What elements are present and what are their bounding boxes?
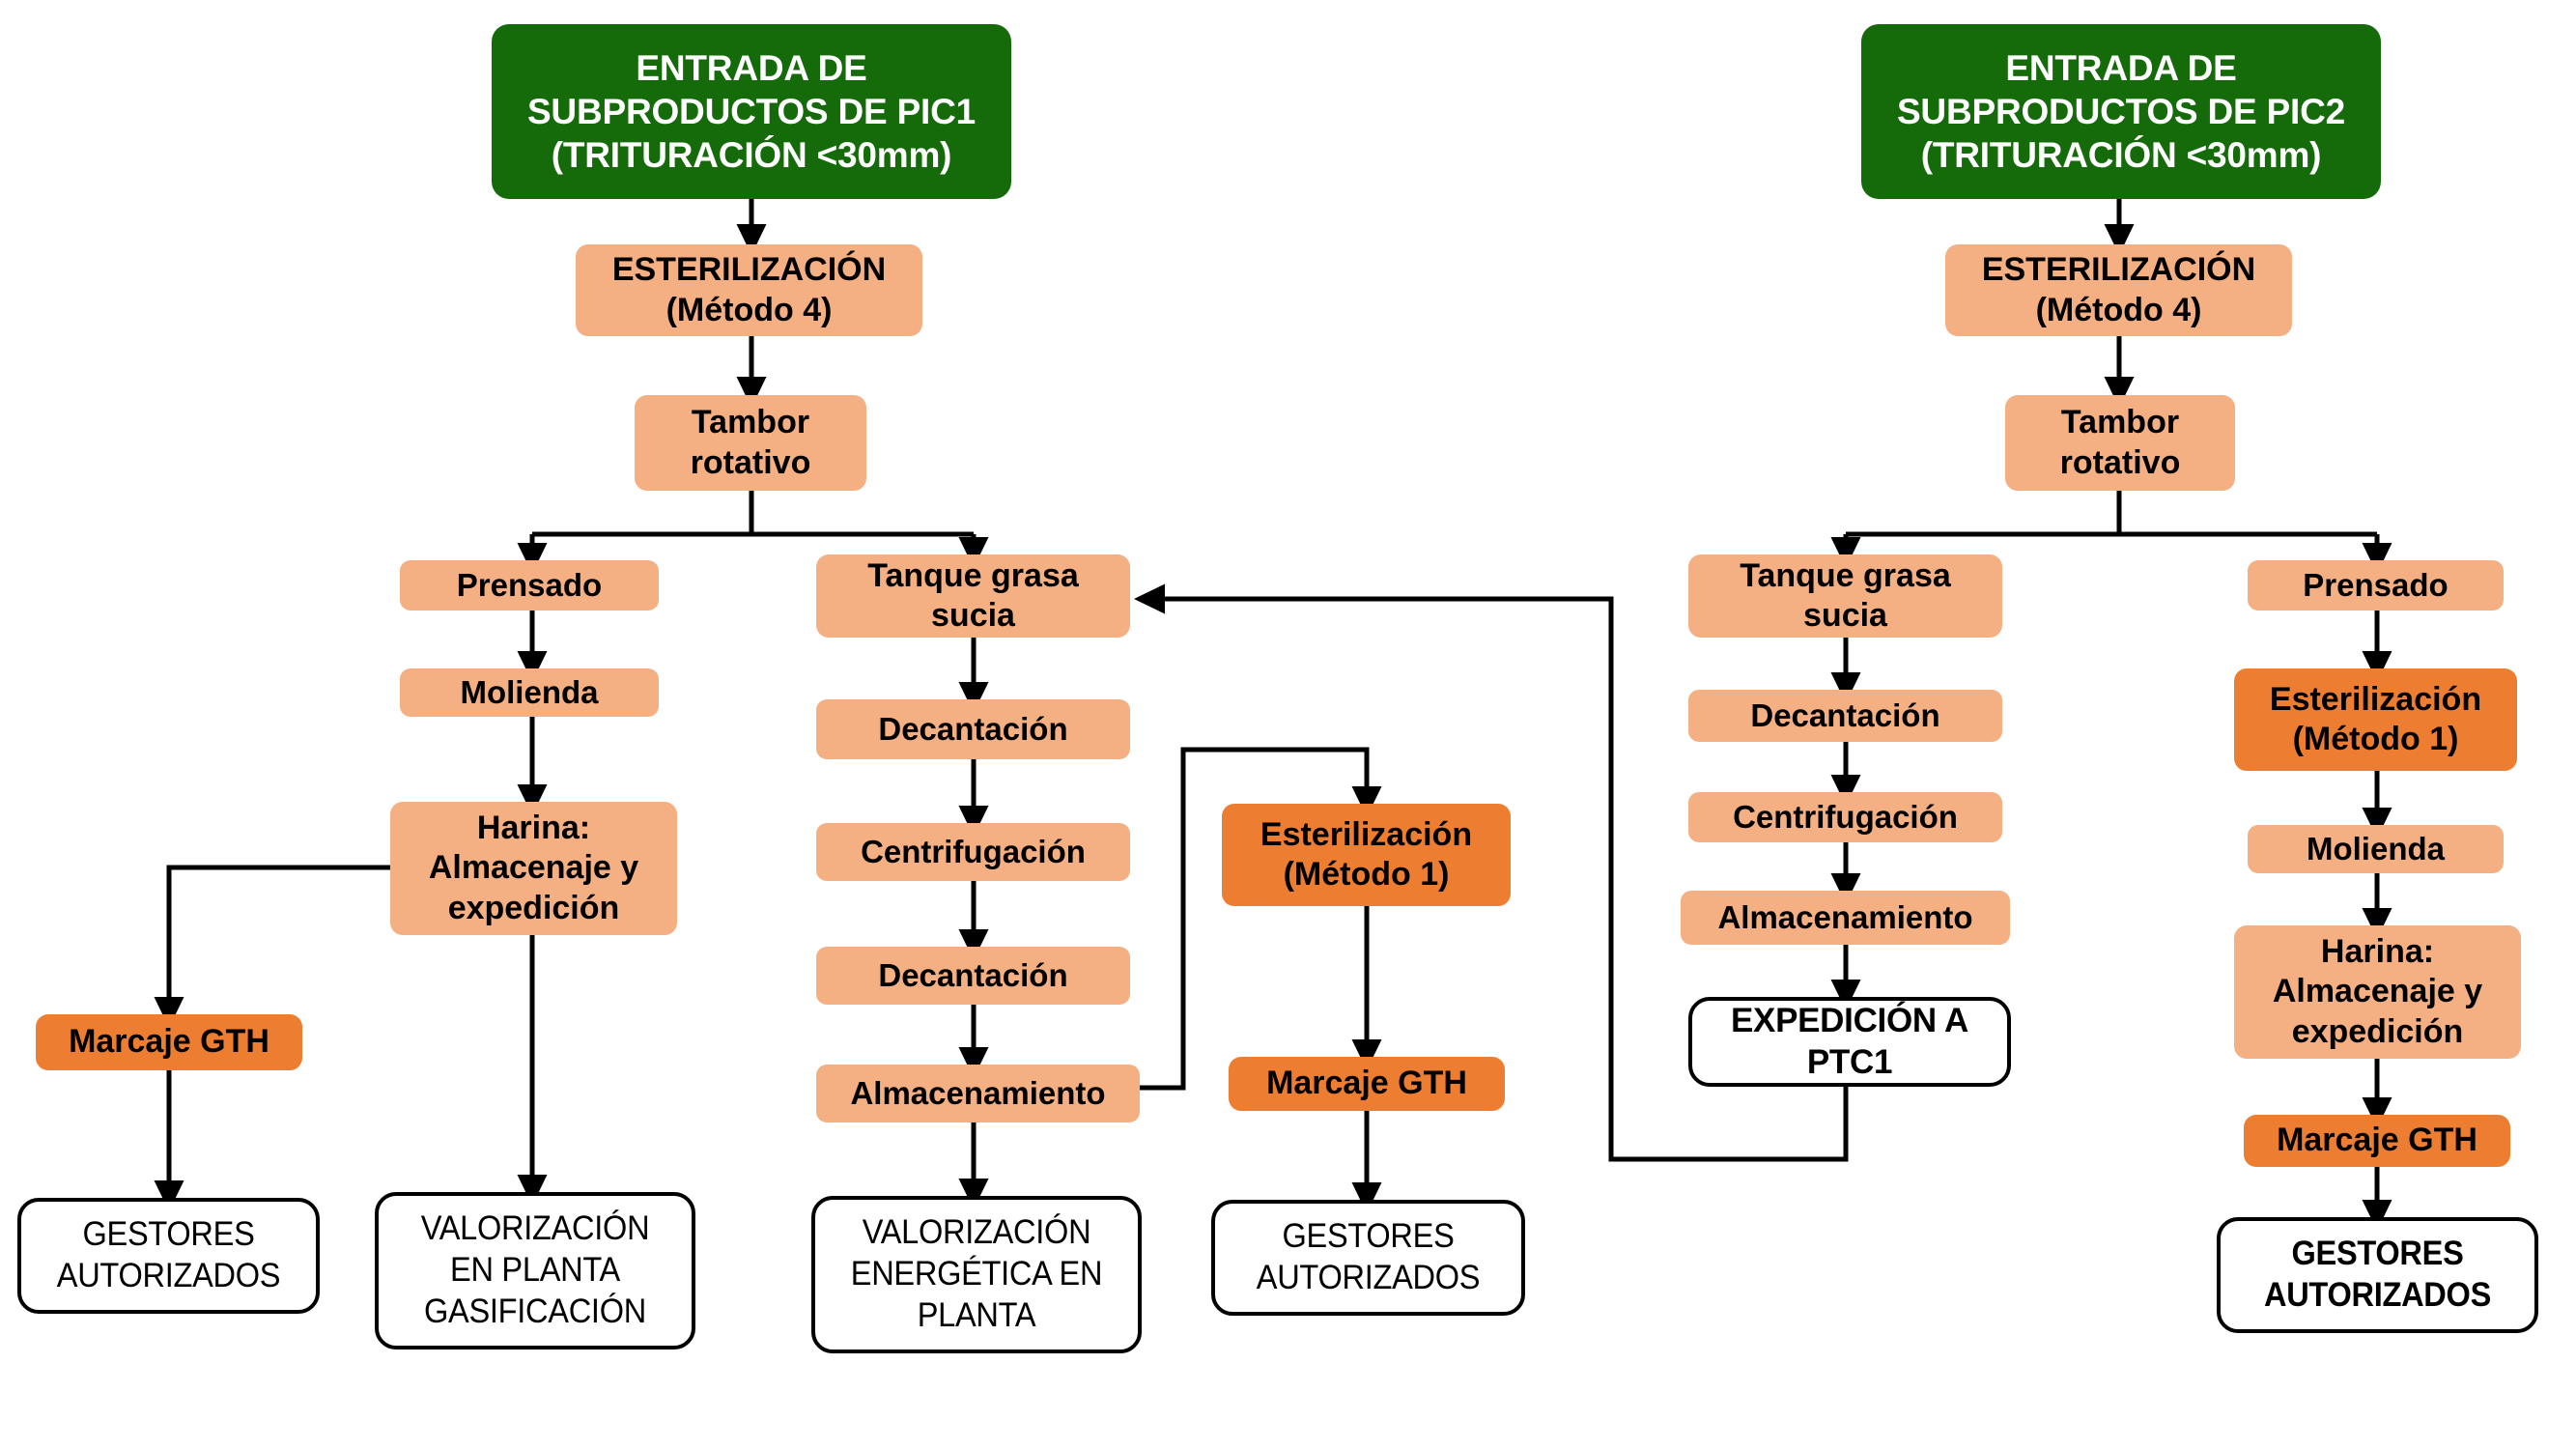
node-pic1-tanque-grasa-sucia-label: Tanque grasa sucia xyxy=(867,556,1079,634)
node-pic1-gestores-autorizados-b-label: GESTORES AUTORIZADOS xyxy=(1256,1217,1481,1296)
node-pic2-decantacion-label: Decantación xyxy=(1750,696,1940,733)
node-pic2-gestores-autorizados-label: GESTORES AUTORIZADOS xyxy=(2263,1235,2492,1314)
edge-pic1-harina-marcaje xyxy=(154,865,390,1028)
node-pic2-molienda[interactable]: Molienda xyxy=(2248,825,2504,873)
node-pic2-decantacion[interactable]: Decantación xyxy=(1688,690,2002,742)
node-pic1-esterilizacion-metodo-1-label: Esterilización (Método 1) xyxy=(1260,815,1473,893)
node-pic1-valorizacion-gasificacion-label: VALORIZACIÓN EN PLANTA GASIFICACIÓN xyxy=(420,1209,650,1330)
node-pic1-marcaje-gth-b-label: Marcaje GTH xyxy=(1266,1065,1467,1102)
node-pic1-almacenamiento[interactable]: Almacenamiento xyxy=(816,1065,1140,1122)
node-pic2-centrifugacion[interactable]: Centrifugación xyxy=(1688,792,2002,842)
node-pic1-esterilizacion-label: ESTERILIZACIÓN (Método 4) xyxy=(611,251,887,328)
node-pic2-prensado-label: Prensado xyxy=(2303,566,2449,603)
node-pic2-esterilizacion-metodo-1-label: Esterilización (Método 1) xyxy=(2269,680,2482,757)
node-pic1-decantacion-2[interactable]: Decantación xyxy=(816,947,1130,1005)
node-pic1-harina-label: Harina: Almacenaje y expedición xyxy=(428,809,639,926)
node-pic1-decantacion-1-label: Decantación xyxy=(878,710,1068,747)
node-pic1-valorizacion-gasificacion[interactable]: VALORIZACIÓN EN PLANTA GASIFICACIÓN xyxy=(375,1192,695,1350)
node-pic1-molienda-label: Molienda xyxy=(460,673,599,710)
node-pic1-harina[interactable]: Harina: Almacenaje y expedición xyxy=(390,802,677,935)
node-pic1-decantacion-1[interactable]: Decantación xyxy=(816,699,1130,759)
node-pic1-decantacion-2-label: Decantación xyxy=(878,956,1068,993)
node-pic2-tanque-grasa-sucia-label: Tanque grasa sucia xyxy=(1740,556,1951,634)
node-pic2-marcaje-gth-label: Marcaje GTH xyxy=(2277,1122,2477,1159)
node-pic2-tambor[interactable]: Tambor rotativo xyxy=(2005,395,2235,491)
edge-pic2-tambor-split xyxy=(1846,491,2377,537)
node-pic2-expedicion-ptc1[interactable]: EXPEDICIÓN A PTC1 xyxy=(1688,997,2011,1087)
node-pic1-esterilizacion-metodo-1[interactable]: Esterilización (Método 1) xyxy=(1222,804,1511,906)
node-pic1-tanque-grasa-sucia[interactable]: Tanque grasa sucia xyxy=(816,554,1130,638)
node-pic1-valorizacion-energetica[interactable]: VALORIZACIÓN ENERGÉTICA EN PLANTA xyxy=(811,1196,1142,1353)
node-pic1-entry-label: ENTRADA DE SUBPRODUCTOS DE PIC1 (TRITURA… xyxy=(526,47,977,176)
node-pic2-prensado[interactable]: Prensado xyxy=(2248,560,2504,611)
edge-pic1-almacenamiento-esterilizacion-m1 xyxy=(1140,747,1382,1091)
node-pic1-marcaje-gth-a[interactable]: Marcaje GTH xyxy=(36,1014,302,1070)
node-pic2-entry-label: ENTRADA DE SUBPRODUCTOS DE PIC2 (TRITURA… xyxy=(1896,47,2346,176)
node-pic2-gestores-autorizados[interactable]: GESTORES AUTORIZADOS xyxy=(2217,1217,2538,1333)
node-pic2-esterilizacion-metodo-1[interactable]: Esterilización (Método 1) xyxy=(2234,668,2517,771)
edge-pic1-tambor-split xyxy=(529,491,977,558)
node-pic1-tambor-label: Tambor rotativo xyxy=(690,404,811,481)
node-pic1-tambor[interactable]: Tambor rotativo xyxy=(635,395,866,491)
node-pic2-tanque-grasa-sucia[interactable]: Tanque grasa sucia xyxy=(1688,554,2002,638)
node-pic2-molienda-label: Molienda xyxy=(2306,830,2445,867)
node-pic2-almacenamiento-label: Almacenamiento xyxy=(1717,898,1973,935)
node-pic1-marcaje-gth-a-label: Marcaje GTH xyxy=(69,1023,269,1061)
node-pic2-esterilizacion[interactable]: ESTERILIZACIÓN (Método 4) xyxy=(1945,244,2292,336)
node-pic1-marcaje-gth-b[interactable]: Marcaje GTH xyxy=(1229,1057,1505,1111)
node-pic1-centrifugacion[interactable]: Centrifugación xyxy=(816,823,1130,881)
node-pic1-entry[interactable]: ENTRADA DE SUBPRODUCTOS DE PIC1 (TRITURA… xyxy=(492,24,1011,199)
node-pic1-molienda[interactable]: Molienda xyxy=(400,668,659,717)
node-pic1-esterilizacion[interactable]: ESTERILIZACIÓN (Método 4) xyxy=(576,244,922,336)
node-pic2-entry[interactable]: ENTRADA DE SUBPRODUCTOS DE PIC2 (TRITURA… xyxy=(1861,24,2381,199)
node-pic2-centrifugacion-label: Centrifugación xyxy=(1733,798,1958,835)
node-pic1-centrifugacion-label: Centrifugación xyxy=(861,833,1086,869)
node-pic2-expedicion-ptc1-label: EXPEDICIÓN A PTC1 xyxy=(1731,1001,1968,1081)
node-pic2-harina[interactable]: Harina: Almacenaje y expedición xyxy=(2234,925,2521,1059)
node-pic1-gestores-autorizados-b[interactable]: GESTORES AUTORIZADOS xyxy=(1211,1200,1525,1316)
node-pic2-esterilizacion-label: ESTERILIZACIÓN (Método 4) xyxy=(1981,251,2256,328)
node-pic1-prensado-label: Prensado xyxy=(456,566,603,603)
node-pic1-gestores-autorizados-a-label: GESTORES AUTORIZADOS xyxy=(56,1215,281,1294)
node-pic2-almacenamiento[interactable]: Almacenamiento xyxy=(1681,891,2010,945)
node-pic1-almacenamiento-label: Almacenamiento xyxy=(850,1074,1106,1111)
node-pic1-prensado[interactable]: Prensado xyxy=(400,560,659,611)
node-pic1-valorizacion-energetica-label: VALORIZACIÓN ENERGÉTICA EN PLANTA xyxy=(850,1213,1103,1334)
node-pic2-harina-label: Harina: Almacenaje y expedición xyxy=(2272,932,2483,1050)
node-pic2-tambor-label: Tambor rotativo xyxy=(2059,404,2181,481)
node-pic2-marcaje-gth[interactable]: Marcaje GTH xyxy=(2244,1115,2510,1167)
node-pic1-gestores-autorizados-a[interactable]: GESTORES AUTORIZADOS xyxy=(17,1198,320,1314)
